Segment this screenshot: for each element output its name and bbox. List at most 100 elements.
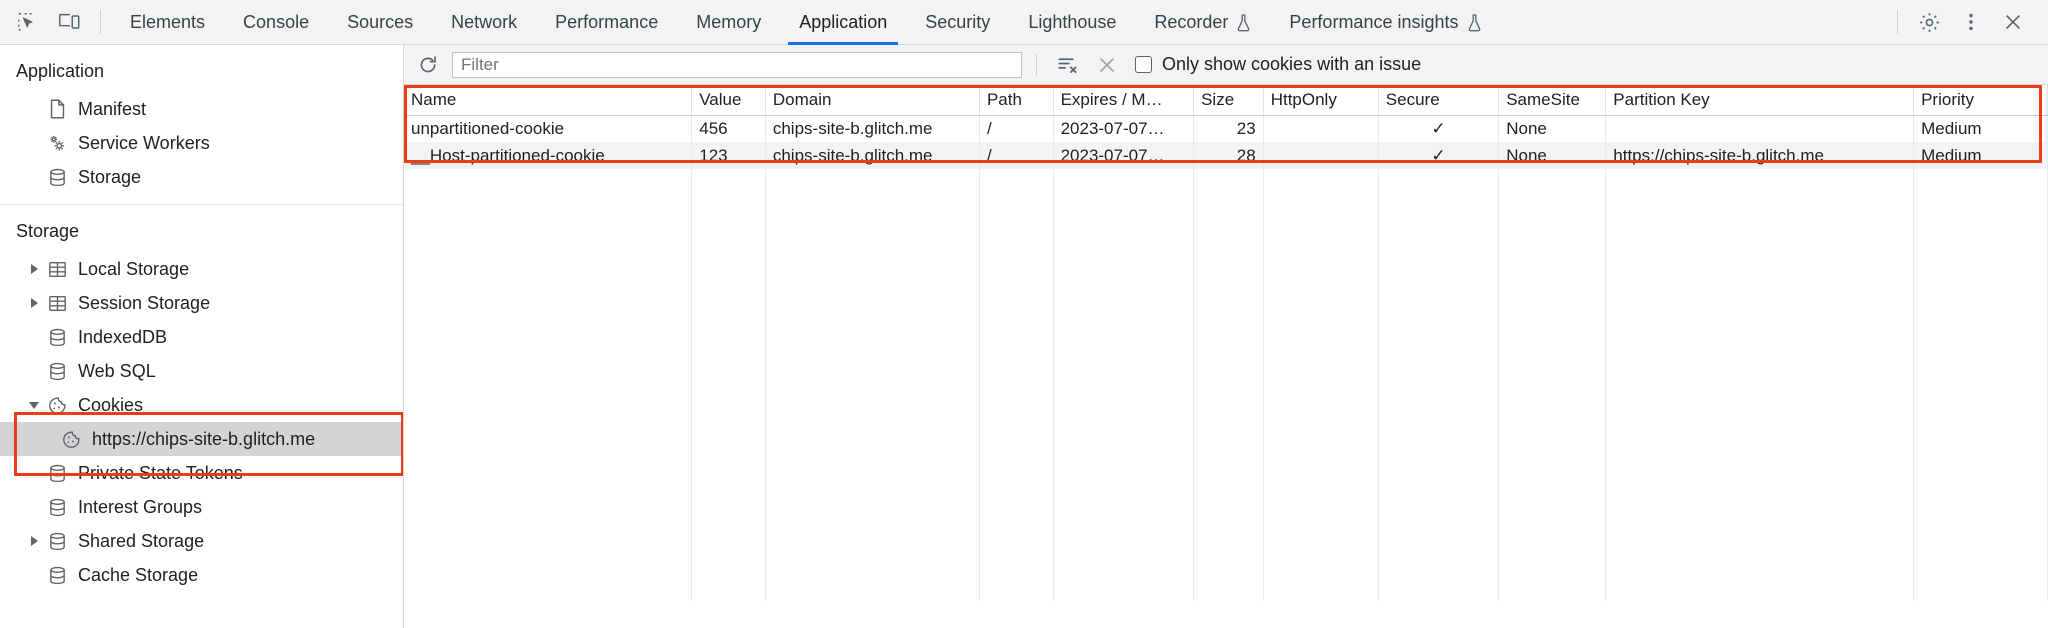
sidebar-item-storage[interactable]: Storage	[0, 160, 403, 194]
sidebar-item-interest-groups[interactable]: Interest Groups	[0, 490, 403, 524]
tab-label: Sources	[347, 11, 414, 32]
close-icon[interactable]	[1992, 3, 2034, 41]
sidebar-item-private-state-tokens[interactable]: Private State Tokens	[0, 456, 403, 490]
clear-filtered-cookies-icon[interactable]	[1051, 50, 1083, 80]
cookie-icon	[44, 395, 70, 416]
sidebar-item-cache-storage[interactable]: Cache Storage	[0, 558, 403, 592]
tab-console[interactable]: Console	[224, 0, 328, 45]
sidebar-item-label: Service Workers	[78, 133, 210, 153]
column-header-secure[interactable]: Secure	[1378, 85, 1500, 116]
tab-label: Console	[243, 11, 310, 32]
sidebar-item-web-sql[interactable]: Web SQL	[0, 354, 403, 388]
table-empty-row	[404, 385, 2048, 412]
sidebar-item-https-chips-site-b-glitch-me[interactable]: https://chips-site-b.glitch.me	[0, 422, 403, 456]
refresh-icon[interactable]	[412, 50, 444, 80]
column-header-size[interactable]: Size	[1193, 85, 1264, 116]
only-show-issues-checkbox[interactable]	[1135, 56, 1152, 73]
sidebar-item-session-storage[interactable]: Session Storage	[0, 286, 403, 320]
cell-path: /	[979, 115, 1054, 142]
tab-network[interactable]: Network	[432, 0, 536, 45]
sidebar-item-label: Local Storage	[78, 259, 190, 279]
gear-icon[interactable]	[1908, 3, 1950, 41]
tab-recorder[interactable]: Recorder	[1135, 0, 1270, 45]
only-show-issues-checkbox-row[interactable]: Only show cookies with an issue	[1135, 54, 1421, 75]
experimental-flask-icon	[1236, 13, 1251, 32]
sidebar-item-label: Private State Tokens	[78, 463, 243, 483]
sidebar-item-cookies[interactable]: Cookies	[0, 388, 403, 422]
column-header-priority[interactable]: Priority	[1913, 85, 2048, 116]
clear-all-cookies-icon[interactable]	[1091, 50, 1123, 80]
tab-performance-insights[interactable]: Performance insights	[1270, 0, 1500, 45]
sidebar-item-label: Cache Storage	[78, 565, 199, 585]
table-empty-row	[404, 358, 2048, 385]
chevron-right-icon[interactable]	[24, 264, 44, 274]
kebab-menu-icon[interactable]	[1950, 3, 1992, 41]
database-icon	[44, 463, 70, 484]
tab-sources[interactable]: Sources	[328, 0, 432, 45]
cell-samesite: None	[1498, 115, 1607, 142]
chevron-right-icon[interactable]	[24, 298, 44, 308]
cell-secure: ✓	[1378, 115, 1500, 142]
cell-domain: chips-site-b.glitch.me	[765, 115, 980, 142]
table-empty-row	[404, 169, 2048, 196]
column-header-path[interactable]: Path	[979, 85, 1054, 116]
device-toolbar-icon[interactable]	[48, 3, 90, 41]
tab-elements[interactable]: Elements	[111, 0, 224, 45]
table-empty-row	[404, 196, 2048, 223]
column-header-name[interactable]: Name	[404, 85, 693, 116]
tab-label: Memory	[696, 11, 762, 32]
tab-memory[interactable]: Memory	[677, 0, 780, 45]
toolbar-divider-right	[1897, 10, 1898, 34]
cell-value: 456	[691, 115, 766, 142]
tab-label: Recorder	[1154, 11, 1229, 32]
cookies-main-panel: Only show cookies with an issue NameValu…	[404, 45, 2048, 628]
cell-priority: Medium	[1913, 142, 2048, 169]
column-header-samesite[interactable]: SameSite	[1498, 85, 1607, 116]
cell-expires-m: 2023-07-07…	[1053, 115, 1195, 142]
experimental-flask-icon	[1467, 13, 1482, 32]
tab-label: Elements	[130, 11, 206, 32]
column-header-httponly[interactable]: HttpOnly	[1263, 85, 1379, 116]
cookies-filter-toolbar: Only show cookies with an issue	[404, 45, 2048, 85]
inspect-element-icon[interactable]	[6, 3, 48, 41]
cell-size: 23	[1193, 115, 1264, 142]
column-header-partition-key[interactable]: Partition Key	[1605, 85, 1915, 116]
tab-lighthouse[interactable]: Lighthouse	[1009, 0, 1135, 45]
table-empty-row	[404, 547, 2048, 574]
table-empty-row	[404, 520, 2048, 547]
sidebar-item-local-storage[interactable]: Local Storage	[0, 252, 403, 286]
filterbar-divider	[1036, 53, 1037, 76]
sidebar-item-label: Session Storage	[78, 293, 211, 313]
tab-security[interactable]: Security	[906, 0, 1009, 45]
toolbar-divider	[100, 10, 101, 34]
database-icon	[44, 167, 70, 188]
tab-label: Lighthouse	[1028, 11, 1117, 32]
sidebar-item-label: Shared Storage	[78, 531, 205, 551]
sidebar-item-shared-storage[interactable]: Shared Storage	[0, 524, 403, 558]
column-header-expires-m[interactable]: Expires / M…	[1053, 85, 1195, 116]
tab-performance[interactable]: Performance	[536, 0, 677, 45]
sidebar-item-label: Interest Groups	[78, 497, 203, 517]
sidebar-item-service-workers[interactable]: Service Workers	[0, 126, 403, 160]
sidebar-item-label: Cookies	[78, 395, 144, 415]
tabbar-right-controls	[1887, 3, 2042, 41]
column-header-domain[interactable]: Domain	[765, 85, 980, 116]
table-empty-row	[404, 574, 2048, 601]
tab-application[interactable]: Application	[780, 0, 906, 45]
database-icon	[44, 565, 70, 586]
column-header-value[interactable]: Value	[691, 85, 766, 116]
sidebar-item-manifest[interactable]: Manifest	[0, 92, 403, 126]
filter-input[interactable]	[452, 51, 1022, 78]
tab-label: Security	[925, 11, 991, 32]
database-icon	[44, 497, 70, 518]
chevron-down-icon[interactable]	[24, 401, 44, 409]
sidebar-item-label: https://chips-site-b.glitch.me	[92, 429, 316, 449]
chevron-right-icon[interactable]	[24, 536, 44, 546]
cell-httponly	[1263, 115, 1379, 142]
sidebar-item-indexeddb[interactable]: IndexedDB	[0, 320, 403, 354]
